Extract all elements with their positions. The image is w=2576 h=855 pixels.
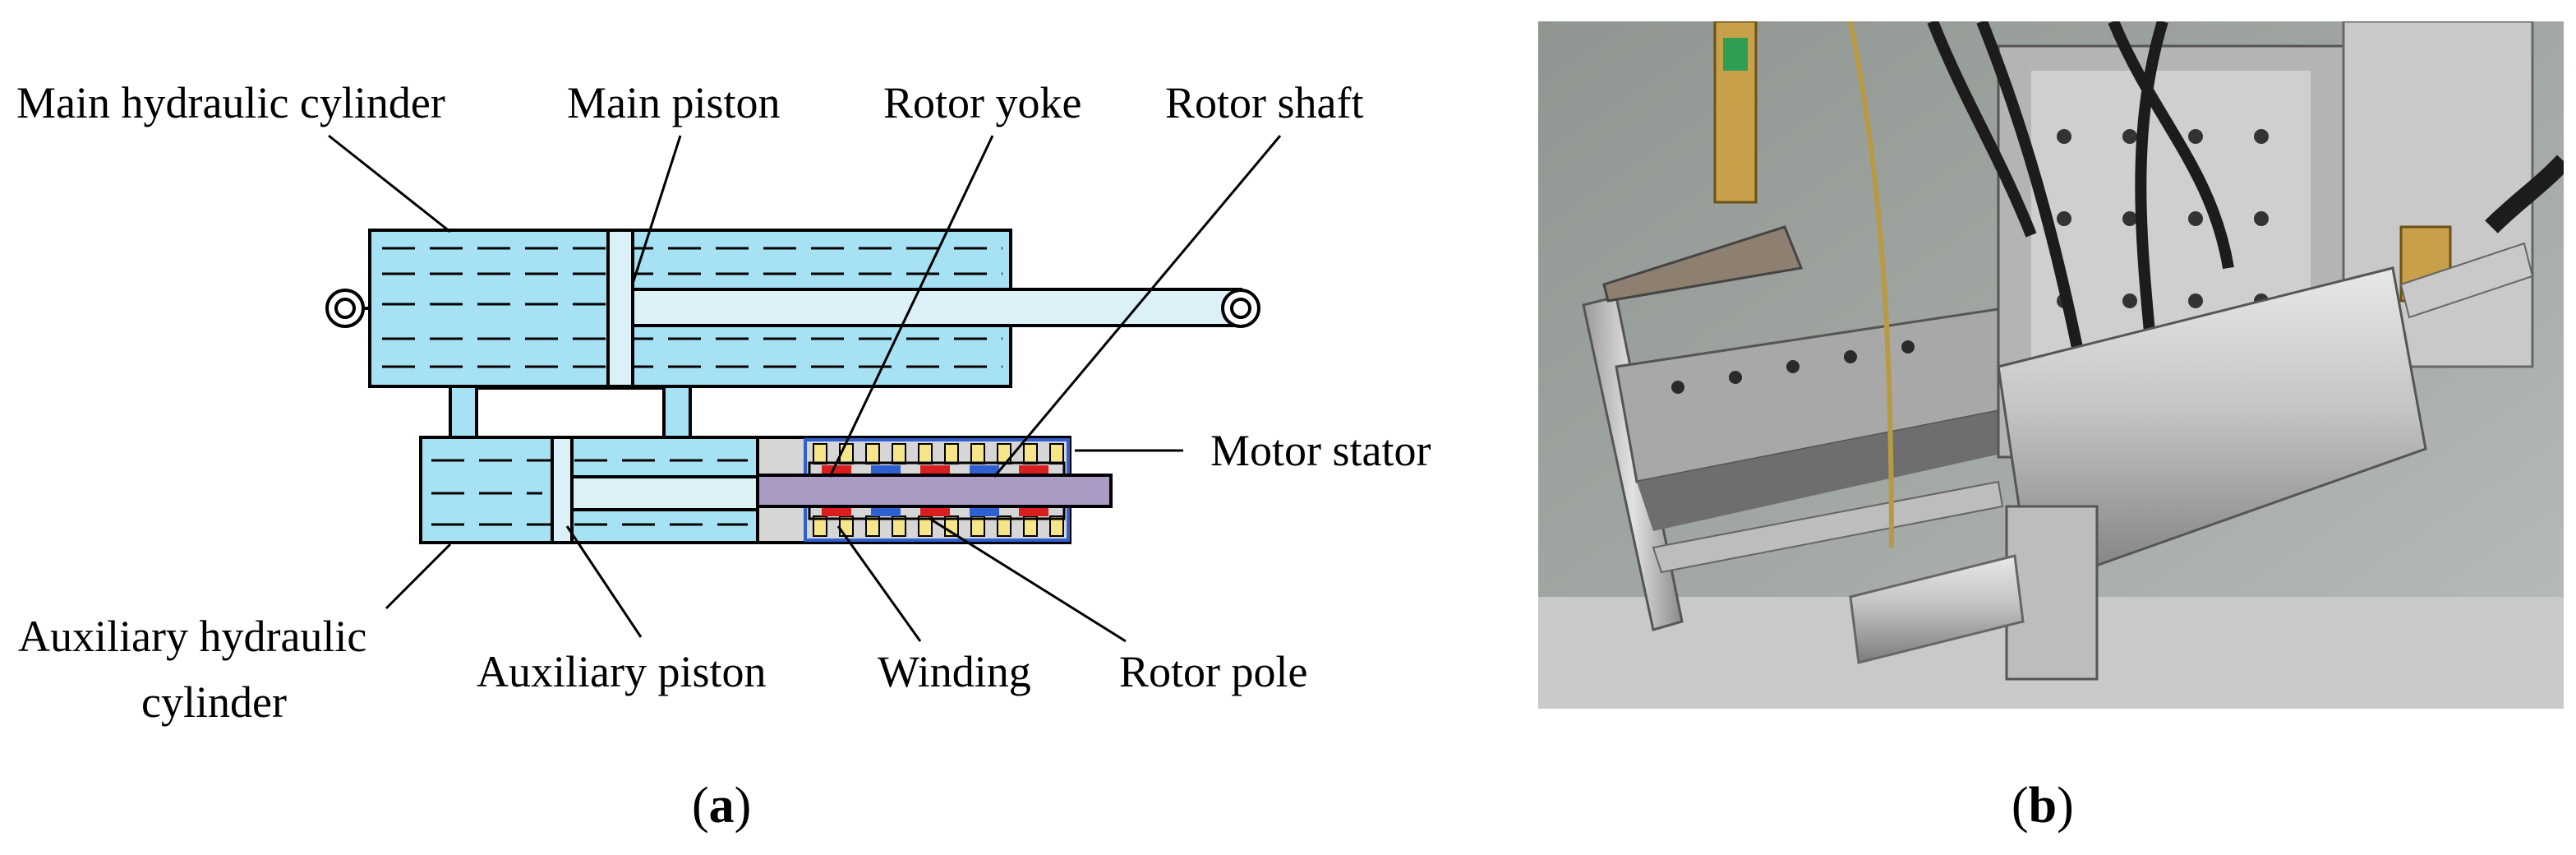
lower-cylinder-endcap	[2005, 505, 2099, 681]
passage-gap	[475, 386, 666, 439]
winding-coils-bottom	[813, 515, 1064, 537]
label-auxiliary-piston: Auxiliary piston	[477, 647, 766, 696]
winding-coils-top	[813, 443, 1064, 464]
rotor-shaft	[756, 474, 1113, 508]
label-auxiliary-hydraulic-cylinder-line1: Auxiliary hydraulic	[18, 612, 366, 661]
rotor-poles	[822, 465, 1048, 516]
label-rotor-shaft: Rotor shaft	[1165, 78, 1363, 127]
auxiliary-piston-rod	[565, 475, 759, 511]
label-motor-stator: Motor stator	[1210, 426, 1431, 475]
caption-b: (b)	[2011, 778, 2074, 834]
main-piston-rod	[631, 288, 1242, 327]
mounting-holes	[1671, 340, 1915, 394]
lower-guide-rod	[1652, 480, 2004, 574]
main-cylinder-fluid-lines	[382, 247, 1002, 368]
aux-cylinder-fluid-lines	[431, 459, 748, 526]
main-piston	[606, 229, 634, 388]
right-connecting-passage	[662, 385, 692, 441]
label-rotor-pole: Rotor pole	[1119, 647, 1307, 696]
left-mount-eye-icon	[325, 289, 370, 328]
label-main-piston: Main piston	[567, 78, 781, 127]
label-auxiliary-hydraulic-cylinder-line2: cylinder	[141, 677, 287, 727]
label-rotor-yoke: Rotor yoke	[883, 78, 1081, 127]
label-winding: Winding	[878, 647, 1031, 696]
probe-tip	[1602, 225, 1804, 303]
hydraulic-actuator-photo	[1538, 21, 2564, 709]
lower-piston-rod	[1849, 554, 2025, 664]
right-mount-eye-icon	[1221, 289, 1260, 328]
auxiliary-piston	[551, 436, 574, 544]
label-main-hydraulic-cylinder: Main hydraulic cylinder	[16, 78, 445, 127]
left-connecting-passage	[449, 385, 478, 441]
leader-lines	[328, 134, 1282, 643]
schematic-diagram-a: Main hydraulic cylinder Main piston Roto…	[16, 78, 1431, 834]
caption-a: (a)	[692, 778, 751, 834]
